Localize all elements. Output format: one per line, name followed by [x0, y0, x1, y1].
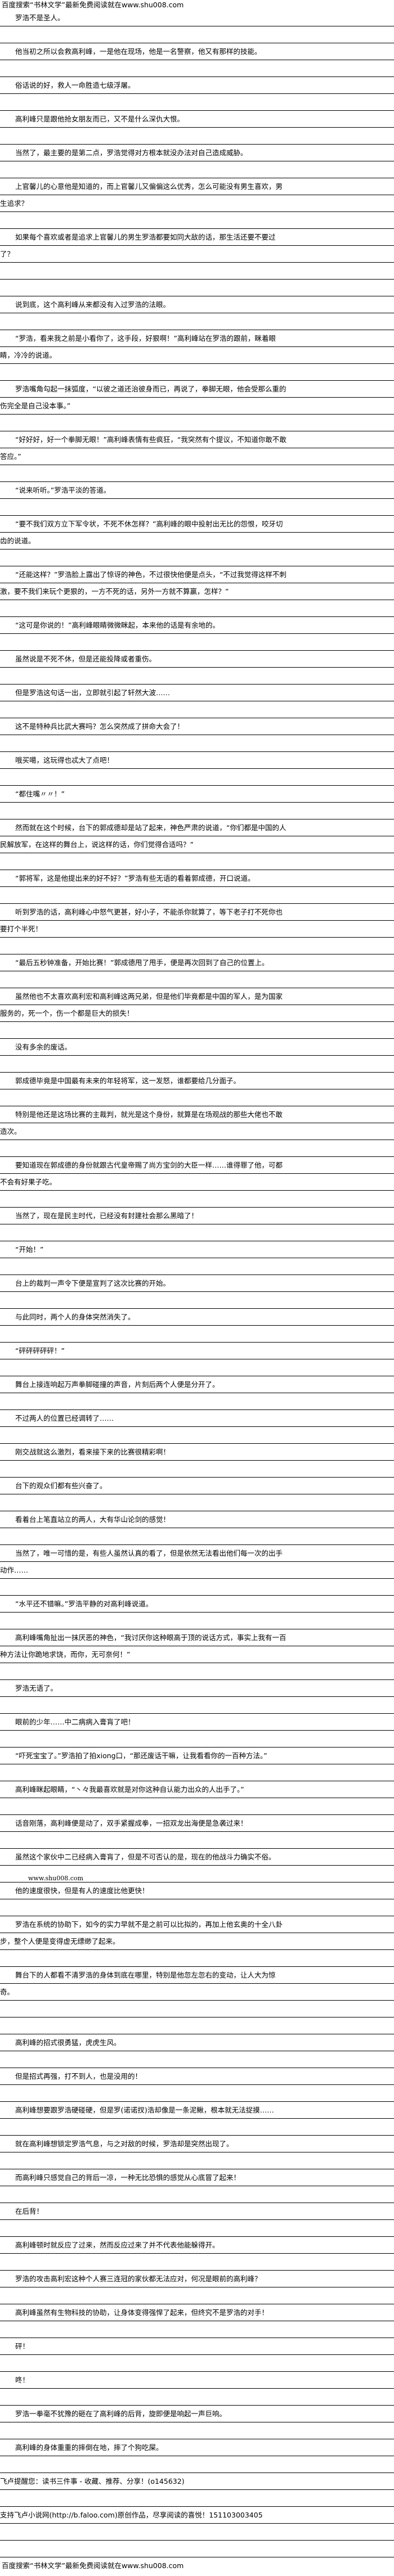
- paragraph-text: 他的速度很快，但是有人的速度比他更快！: [15, 1886, 149, 1895]
- paragraph: 而高利峰只感觉自己的背后一凉，一种无比恐惧的感觉从心底冒了起来！: [15, 2173, 241, 2182]
- paragraph: 当然了，最主要的是第二点，罗浩觉得对方根本就没办法对自己造成威胁。: [15, 148, 248, 157]
- header-banner: 百度搜索“书林文学”最新免费阅读就在www.shu008.com: [2, 1, 184, 9]
- paragraph: 不过两人的位置已经调转了……: [15, 1414, 114, 1422]
- paragraph: 与此同时，两个人的身体突然消失了。: [15, 1313, 135, 1321]
- footer-banner: 百度搜索“书林文学”最新免费阅读就在www.shu008.com: [2, 2561, 184, 2570]
- paragraph: 咚！: [15, 2376, 30, 2384]
- paragraph: 罗浩在系统的协助下，如今的实力早就不是之前可以比拟的，再加上他玄奥的十全八卦步，…: [0, 1920, 283, 1945]
- paragraph: 虽然说是不死不休，但是还能投降或者重伤。: [15, 655, 156, 663]
- paragraph: www.shu008.com 他的速度很快，但是有人的速度比他更快！: [0, 1875, 288, 1899]
- paragraph: 听到罗浩的话，高利峰心中怒气更甚，好小子，不能杀你就算了，等下老子打不死你也要打…: [0, 908, 283, 933]
- watermark-text: www.shu008.com: [28, 1875, 83, 1882]
- paragraph: 当然了，现在是民主时代，已经没有封建社会那么黑暗了！: [15, 1212, 199, 1220]
- paragraph: 高利峰虽然有生物科技的协助，让身体变得强悍了起来，但终究不是罗浩的对手！: [15, 2308, 269, 2317]
- paragraph: 砰！: [15, 2342, 30, 2350]
- paragraph: “说来听听。”罗浩平淡的答道。: [15, 486, 111, 494]
- paragraph: 当然了，唯一可惜的是，有些人虽然认真的看了，但是依然无法看出他们每一次的出手动作…: [0, 1549, 283, 1574]
- paragraph: 然而就在这个时候，台下的郭成德却是站了起来，神色严肃的说道，“你们都是中国的人民…: [0, 823, 286, 849]
- paragraph: 高利峰眯起眼睛，“丶々我最喜欢就是对你这种自认能力出众的人出手了。”: [15, 1785, 244, 1794]
- paragraph: “要不我们双方立下军令状，不死不休怎样？”高利峰的眼中投射出无比的怨恨，咬牙切齿…: [0, 520, 283, 545]
- paragraph: “最后五秒钟准备，开始比赛！”郭成德甩了甩手，便是再次回到了自己的位置上。: [15, 958, 269, 967]
- paragraph: 罗浩不是圣人。: [15, 13, 65, 22]
- paragraph: 就在高利峰想锁定罗浩气息，与之对敌的时候，罗浩却是突然出现了。: [15, 2140, 234, 2148]
- footer-reminder: 飞卢提醒您：读书三件事 - 收藏、推荐、分享！(o145632): [0, 2477, 185, 2485]
- paragraph: “都住嘴〃〃！”: [15, 790, 65, 798]
- paragraph: 高利峰的招式很勇猛，虎虎生风。: [15, 2038, 121, 2047]
- paragraph: 高利峰只是跟他抢女朋友而已，又不是什么深仇大恨。: [15, 115, 185, 123]
- footer-support: 支持飞卢小说网(http://b.faloo.com)原创作品，尽享阅读的喜悦！…: [0, 2511, 263, 2519]
- paragraph: 罗浩的攻击高利宏这种个人赛三连冠的家伙都无法应对，何况是眼前的高利峰？: [15, 2275, 262, 2283]
- paragraph: 台上的裁判一声令下便是宣判了这次比赛的开始。: [15, 1279, 171, 1287]
- paragraph: 要知道现在郭成德的身份就跟古代皇帝赐了尚方宝剑的大臣一样……谁得罪了他，可都不会…: [0, 1161, 283, 1186]
- paragraph: 但是罗浩这句话一出，立即就引起了轩然大波……: [15, 688, 171, 697]
- paragraph: 眼前的少年……中二病病入膏肓了吧！: [15, 1718, 135, 1726]
- chapter-text: 罗浩不是圣人。他当初之所以会救高利峰，一是他在现场，他是一名警察，他又有那样的技…: [0, 10, 394, 2557]
- paragraph: 罗浩一拳毫不犹豫的砸在了高利峰的后背，旋即便是响起一声巨响。: [15, 2410, 227, 2418]
- paragraph: 话音刚落，高利峰便是动了，双手紧握成拳，一招双龙出海便是急袭过来！: [15, 1819, 248, 1827]
- paragraph: 说到底，这个高利峰从来都没有入过罗浩的法眼。: [15, 300, 171, 309]
- paragraph: “还能这样？”罗浩脸上露出了惊讶的神色，不过很快他便是点头，“不过我觉得这样不刺…: [0, 570, 286, 596]
- paragraph: “这可是你说的！”高利峰眼睛微微眯起，本来他的话是有余地的。: [15, 621, 220, 629]
- paragraph: “罗浩，看来我之前是小看你了，这手段，好狠啊！”高利峰站在罗浩的跟前，眯着眼睛，…: [0, 334, 276, 359]
- paragraph: 哦买噶，这玩得也忒大了点吧！: [15, 756, 114, 764]
- paragraph: “开始！”: [15, 1245, 44, 1254]
- paragraph: 在后背！: [15, 2207, 44, 2215]
- paragraph: 舞台下的人都看不清罗浩的身体到底在哪里，特别是他忽左忽右的变动，让人大为惊奇。: [0, 1971, 276, 1996]
- paragraph: 刚交战就这么激烈，看来接下来的比赛很精彩啊！: [15, 1448, 171, 1456]
- paragraph: 罗浩无语了。: [15, 1684, 58, 1692]
- paragraph: 虽然这个家伙中二已经病入膏肓了，但是不可否认的是，现在的他战斗力确实不俗。: [15, 1853, 276, 1861]
- paragraph: “砰砰砰砰砰！”: [15, 1346, 65, 1355]
- paragraph: “好好好，好一个拳脚无眼！”高利峰表情有些疯狂，“我突然有个提议，不知道你敢不敢…: [0, 435, 286, 461]
- paragraph: 看着台上笔直站立的两人，大有华山论剑的感觉！: [15, 1515, 171, 1524]
- paragraph: 俗话说的好，救人一命胜造七级浮屠。: [15, 81, 135, 89]
- paragraph: 舞台上接连响起万声拳脚碰撞的声音，片刻后两个人便是分开了。: [15, 1380, 220, 1389]
- paragraph: 高利峰嘴角扯出一抹厌恶的神色，“我讨厌你这种眼高于顶的说话方式，事实上我有一百种…: [0, 1633, 286, 1659]
- paragraph: “郭将军，这是他提出来的好不好？”罗浩有些无语的看着郭成德，开口说道。: [15, 874, 255, 882]
- paragraph: 没有多余的废话。: [15, 1043, 72, 1051]
- paragraph: “水平还不错嘛。”罗浩平静的对高利峰说道。: [15, 1600, 153, 1608]
- paragraph: 高利峰想要跟罗浩硬碰硬，但是罗(诺诺扠)浩却像是一条泥鳅，根本就无法捉摸……: [15, 2106, 274, 2114]
- paragraph: 高利峰的身体重重的摔倒在地，摔了个狗吃屎。: [15, 2443, 163, 2452]
- paragraph: “吓死宝宝了。”罗浩拍了拍xiong口，“那还废话干嘛，让我看看你的一百种方法。…: [15, 1751, 267, 1760]
- paragraph: 上官馨儿的心意他是知道的，而上官馨儿又偏偏这么优秀，怎么可能没有男生喜欢，男生追…: [0, 182, 283, 208]
- paragraph: 罗浩嘴角勾起一抹弧度，“以彼之道还治彼身而已，再说了，拳脚无眼，他会受那么重的伤…: [0, 385, 286, 410]
- paragraph: 台下的观众们都有些兴奋了。: [15, 1481, 107, 1490]
- paragraph: 但是招式再强，打不到人，也是没用的！: [15, 2072, 142, 2080]
- paragraph: 如果每个喜欢或者是追求上官馨儿的男生罗浩都要如同大敌的话，那生活还要不要过了？: [0, 233, 276, 258]
- paragraph: 虽然他也不太喜欢高利宏和高利峰这两兄弟，但是他们毕竟都是中国的军人，是为国家服务…: [0, 992, 283, 1017]
- paragraph: 这不是特种兵比武大赛吗？怎么突然成了拼命大会了！: [15, 722, 185, 731]
- paragraph: 郭成德毕竟是中国最有未来的年轻将军，这一发怒，谁都要给几分面子。: [15, 1077, 241, 1085]
- paragraph: 高利峰顿时就反应了过来，然而反应过来了并不代表他能躲得开。: [15, 2241, 220, 2249]
- paragraph: 特别是他还是这场比赛的主裁判，就光是这个身份，就算是在场观战的那些大佬也不敢造次…: [0, 1110, 283, 1136]
- paragraph: 他当初之所以会救高利峰，一是他在现场，他是一名警察，他又有那样的技能。: [15, 47, 262, 56]
